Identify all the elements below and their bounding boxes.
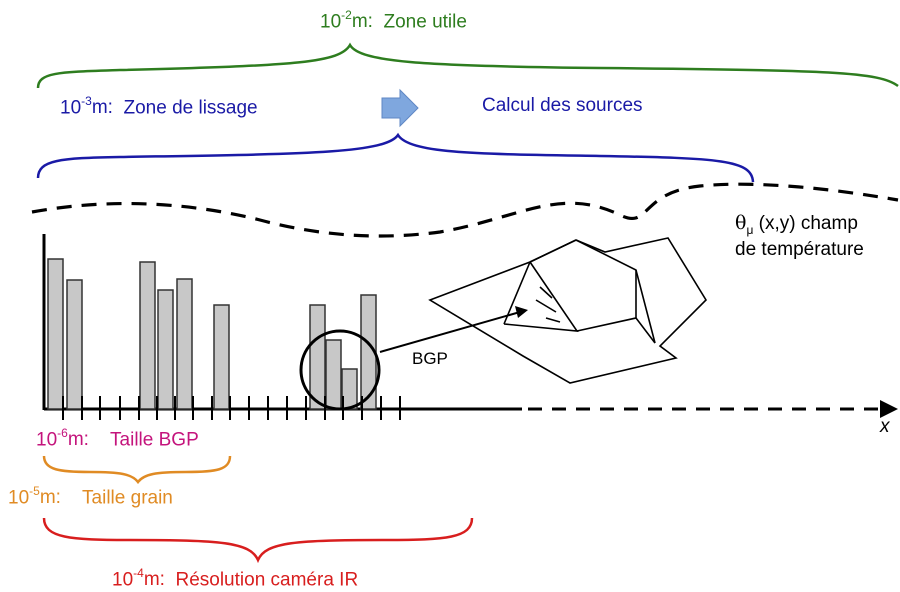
x-axis-ticks	[62, 396, 401, 420]
grain-boundary-sketch	[428, 237, 708, 384]
theta-symbol: θ	[735, 212, 747, 234]
temperature-field-curve	[31, 182, 899, 238]
bar	[309, 304, 326, 410]
bgp-pointer-line	[379, 311, 521, 353]
x-axis-arrowhead-icon	[880, 400, 898, 418]
temperature-field-label: θμ (x,y) champ	[735, 212, 858, 237]
bar	[325, 339, 342, 410]
green-brace	[36, 42, 899, 89]
zone-lissage-label: 10-3 m: Zone de lissage	[60, 94, 258, 119]
blue-brace	[36, 132, 755, 183]
taille-bgp-label: 10-6 m: Taille BGP	[36, 426, 199, 451]
bar	[157, 289, 174, 410]
zone-utile-label: 10-2 m: Zone utile	[320, 8, 467, 33]
bgp-label: BGP	[412, 349, 448, 368]
temperature-field-label-line2: de température	[735, 239, 864, 260]
magnifier-circle-icon	[299, 329, 381, 411]
bar	[176, 278, 193, 410]
bar	[66, 279, 83, 410]
orange-brace	[42, 455, 232, 485]
bar	[341, 368, 358, 410]
grain-bars	[47, 258, 377, 410]
bar	[213, 304, 230, 410]
red-brace	[42, 517, 474, 564]
arrow-right-icon	[381, 88, 419, 128]
taille-grain-label: 10-5 m: Taille grain	[8, 484, 173, 509]
bgp-pointer-arrowhead-icon	[515, 306, 528, 318]
bar	[47, 258, 64, 410]
bar	[139, 261, 156, 410]
calcul-sources-label: Calcul des sources	[482, 95, 643, 116]
resolution-label: 10-4 m: Résolution caméra IR	[112, 566, 359, 591]
x-axis-label: x	[880, 416, 890, 437]
